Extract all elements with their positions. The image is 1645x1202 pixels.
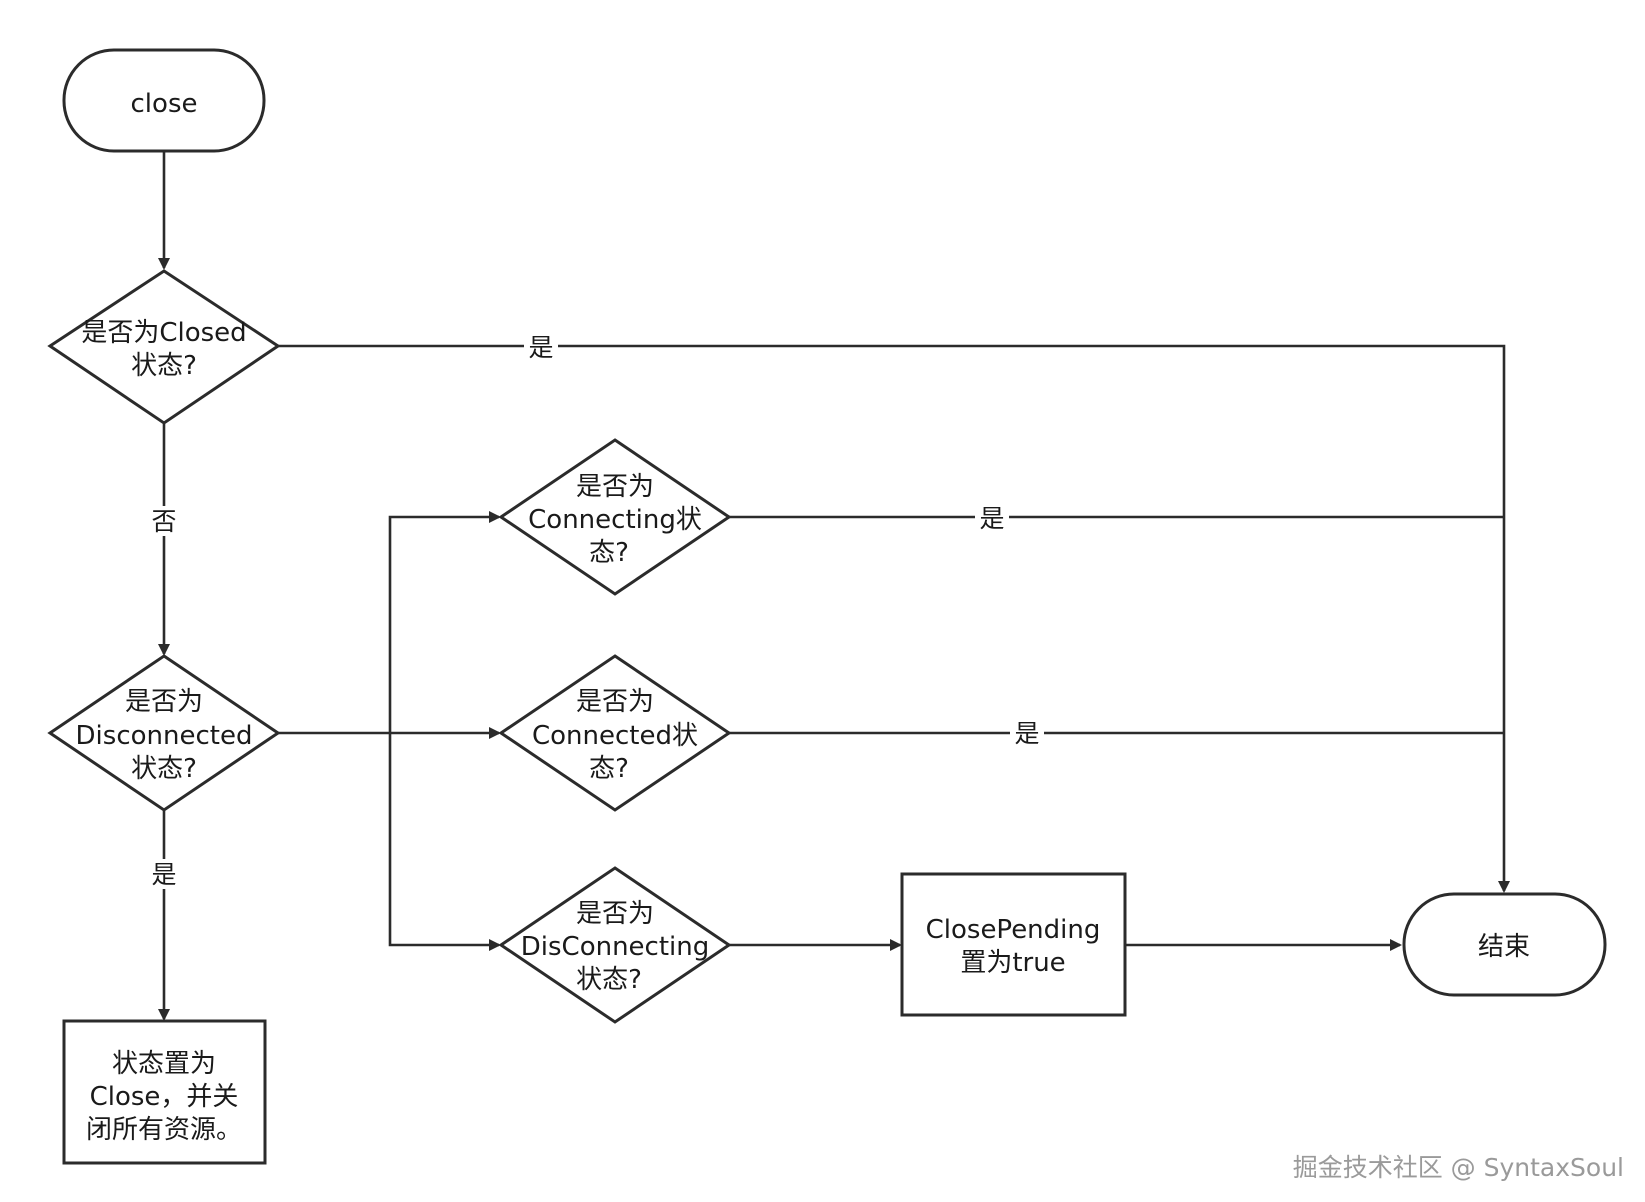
- svg-text:是否为Closed: 是否为Closed: [81, 318, 246, 348]
- svg-text:状态?: 状态?: [131, 351, 197, 381]
- svg-text:是: 是: [1014, 719, 1039, 748]
- svg-text:是否为: 是否为: [576, 687, 654, 717]
- end-terminal: 结束: [1402, 892, 1607, 997]
- svg-text:Connected状: Connected状: [532, 721, 698, 751]
- start-label: close: [131, 89, 198, 119]
- svg-text:Close，并关: Close，并关: [90, 1082, 239, 1112]
- edge-label-closed-no: 否: [148, 506, 180, 536]
- svg-text:闭所有资源。: 闭所有资源。: [86, 1115, 242, 1145]
- edge-label-closed-yes: 是: [524, 332, 558, 362]
- watermark-text: 掘金技术社区 @ SyntaxSoul: [1293, 1153, 1624, 1182]
- svg-text:是: 是: [528, 333, 553, 362]
- disconnecting-state-decision: 是否为 DisConnecting 状态?: [498, 866, 732, 1024]
- svg-text:置为true: 置为true: [960, 948, 1065, 978]
- edge-label-connecting-yes: 是: [975, 503, 1009, 533]
- svg-text:态?: 态?: [589, 754, 629, 784]
- svg-text:DisConnecting: DisConnecting: [521, 932, 710, 962]
- svg-text:状态置为: 状态置为: [112, 1049, 216, 1079]
- svg-text:Disconnected: Disconnected: [76, 721, 253, 751]
- svg-text:是否为: 是否为: [125, 687, 203, 717]
- edge-branch-to-connecting-check: [388, 511, 501, 733]
- svg-text:状态?: 状态?: [576, 965, 642, 995]
- connecting-state-decision: 是否为 Connecting状 态?: [498, 438, 732, 596]
- close-pending-process: ClosePending 置为true: [900, 872, 1127, 1017]
- edge-closed-check-to-end: [278, 344, 1510, 893]
- end-label: 结束: [1478, 932, 1530, 962]
- svg-text:是: 是: [151, 860, 176, 889]
- svg-text:态?: 态?: [589, 538, 629, 568]
- svg-text:否: 否: [151, 507, 176, 536]
- svg-text:是否为: 是否为: [576, 472, 654, 502]
- svg-text:是: 是: [979, 504, 1004, 533]
- svg-text:Connecting状: Connecting状: [528, 505, 702, 535]
- disconnected-state-decision: 是否为 Disconnected 状态?: [47, 654, 281, 812]
- svg-text:状态?: 状态?: [131, 754, 197, 784]
- start-terminal: close: [62, 48, 266, 153]
- edge-branch-to-disconnecting-check: [388, 733, 501, 951]
- set-close-process: 状态置为 Close，并关 闭所有资源。: [62, 1019, 267, 1165]
- svg-text:ClosePending: ClosePending: [926, 915, 1101, 945]
- closed-state-decision: 是否为Closed 状态?: [47, 269, 281, 425]
- edge-label-connected-yes: 是: [1010, 718, 1044, 748]
- svg-text:是否为: 是否为: [576, 899, 654, 929]
- edge-label-disconnected-yes: 是: [148, 859, 180, 889]
- connected-state-decision: 是否为 Connected状 态?: [498, 654, 732, 812]
